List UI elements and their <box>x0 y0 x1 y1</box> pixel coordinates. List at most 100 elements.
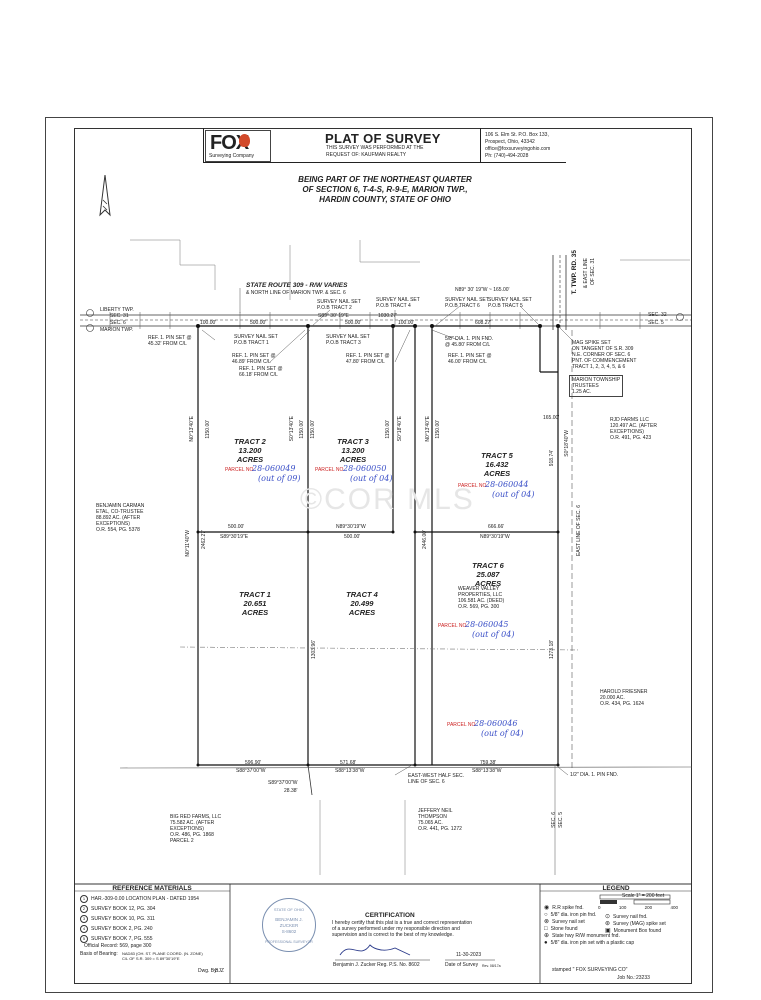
dim-1273: 1273.18' <box>549 640 555 660</box>
job-label: Job No.: <box>617 975 636 981</box>
dim-1150-c: 1150.00' <box>310 420 316 439</box>
parcel-label: PARCEL NO. <box>447 722 477 728</box>
heading-line-1: BEING PART OF THE NORTHEAST QUARTER <box>298 175 472 184</box>
bearing-n-5: S0°18'40"W <box>564 430 570 457</box>
dim-bot-596: 596.90' <box>245 760 262 766</box>
official-record: Official Record: 569, page 300 <box>84 943 152 949</box>
dim-top-500-b: 500.00' <box>345 320 362 326</box>
bearing-bot-2: S88°13'38"W <box>335 768 365 774</box>
dim-1150-a: 1150.00' <box>205 420 211 439</box>
bearing-n-1: N0°13'40"E <box>189 416 195 442</box>
dim-mid-500-b: 500.00' <box>344 534 361 540</box>
parcel-number-5: 28-060046 <box>474 719 518 728</box>
certification-text: I hereby certify that this plat is a tru… <box>332 920 473 938</box>
dim-mid-666: 666.66' <box>488 524 505 530</box>
legend-right: ⊙Survey nail fnd. ⊛Survey (MAG) spike se… <box>605 914 666 934</box>
dim-1150-d: 1150.00' <box>385 420 391 439</box>
address-2: Prospect, Ohio, 43342 <box>485 139 535 145</box>
parcel-label: PARCEL NO. <box>458 483 488 489</box>
bearing-mid-1: S89°30'19"E <box>220 534 249 540</box>
dim-1150-b: 1150.00' <box>299 420 305 439</box>
plat-sheet <box>45 117 713 993</box>
note-ref-2: REF. 1. PIN SET @46.89' FROM C/L <box>232 353 276 365</box>
parcel-number-3: 28-060044 <box>485 480 529 489</box>
dim-top-500-a: 500.00' <box>250 320 267 326</box>
nail-found-icon: ⊙ <box>605 914 611 920</box>
note-ref-1: REF. 1. PIN SET @45.32' FROM C/L <box>148 335 192 347</box>
note-sec6: SEC. 6 <box>551 812 557 828</box>
dim-165: 165.00' <box>543 415 560 421</box>
sec5-road-label: SEC. 5 <box>648 320 664 326</box>
liberty-twp-label: LIBERTY TWP. <box>100 307 134 313</box>
note-ref-3: REF. 1. PIN SET @66.18' FROM C/L <box>239 366 283 378</box>
sec32-road-label: SEC. 32 <box>648 312 667 318</box>
dim-28: 28.38' <box>284 788 298 794</box>
parcel-number-2: 28-060050 <box>343 464 387 473</box>
sec31-road-label: SEC. 31 <box>110 313 129 319</box>
dim-mid-500-a: 500.00' <box>228 524 245 530</box>
watermark: ©COR MLS <box>300 483 475 516</box>
page-title: PLAT OF SURVEY <box>325 131 441 146</box>
parcel-note-3: (out of 04) <box>492 490 535 499</box>
bearing-ne: N89° 30' 19"W ~ 165.00' <box>455 287 510 293</box>
bearing-mid-3: N89°30'19"W <box>480 534 510 540</box>
bearing-small: S89°37'00"W <box>268 780 298 786</box>
parcel-label: PARCEL NO. <box>225 467 255 473</box>
company-logo: FOX Surveying Company <box>205 130 271 162</box>
dim-1303: 1303.96' <box>311 640 317 660</box>
survey-date: 11-30-2023 <box>456 952 482 958</box>
parcel-label: PARCEL NO. <box>315 467 345 473</box>
bearing-n-3: S0°18'40"E <box>397 416 403 442</box>
mag-spike-icon: ⊛ <box>605 921 611 927</box>
dim-top-100-a: 100.00' <box>200 320 217 326</box>
dim-918: 918.74' <box>549 450 555 467</box>
note-sec5: SEC. 5 <box>558 812 564 828</box>
performed-line-2: REQUEST OF: KAUFMAN REALTY <box>326 152 407 158</box>
heading-line-2: OF SECTION 6, T-4-S, R-9-E, MARION TWP., <box>302 185 468 194</box>
rr-spike-icon: ◉ <box>544 905 550 911</box>
bearing-top: S89° 30' 19"E <box>318 313 349 319</box>
state-route-sub: & NORTH LINE OF MARION TWP. & SEC. 6 <box>246 290 346 296</box>
surveyor-seal-icon: STATE OF OHIO BENJAMIN J. ZUCKER S-8602 … <box>262 898 316 952</box>
legend-scale: Scale 1" = 200 feet <box>622 893 665 899</box>
nail-set-icon: ⊗ <box>544 919 550 925</box>
monument-icon: ⊕ <box>544 933 550 939</box>
twp-road-sub: & EAST LINE <box>583 258 589 289</box>
monument-box-icon: ▣ <box>605 928 611 934</box>
header-divider <box>203 162 566 163</box>
sec6-road-label: SEC. 6 <box>110 320 126 326</box>
parcel-note-4: (out of 04) <box>472 630 515 639</box>
heading-line-3: HARDIN COUNTY, STATE OF OHIO <box>319 195 451 204</box>
dim-2446: 2446.00' <box>422 530 428 550</box>
dim-top-1030: 1030.27' <box>378 313 398 319</box>
signer: Benjamin J. Zucker Reg. P.S. No. 8602 <box>333 962 420 968</box>
pin-set-icon: ● <box>544 940 548 946</box>
survey-date-label: Date of Survey <box>445 962 479 968</box>
twp-road-label: T. TWP. RD. 35 <box>571 250 578 295</box>
stone-icon: □ <box>544 926 548 932</box>
bearing-n-2: S0°13'40"E <box>289 416 295 442</box>
bearing-n-4: N0°13'40"E <box>425 416 431 442</box>
parcel-note-2: (out of 04) <box>350 474 393 483</box>
drawn-by-value: BJZ <box>215 968 224 974</box>
parcel-label: PARCEL NO. <box>438 623 468 629</box>
legend-title: LEGEND <box>602 885 630 892</box>
header-divider <box>480 128 481 162</box>
address-1: 106 S. Elm St. P.O. Box 133, <box>485 132 549 138</box>
bearing-bot-3: S88°13'38"W <box>472 768 502 774</box>
legend-stamped: stamped " FOX SURVEYING CO" <box>552 967 628 973</box>
marion-twp-label: MARION TWP. <box>100 327 134 333</box>
